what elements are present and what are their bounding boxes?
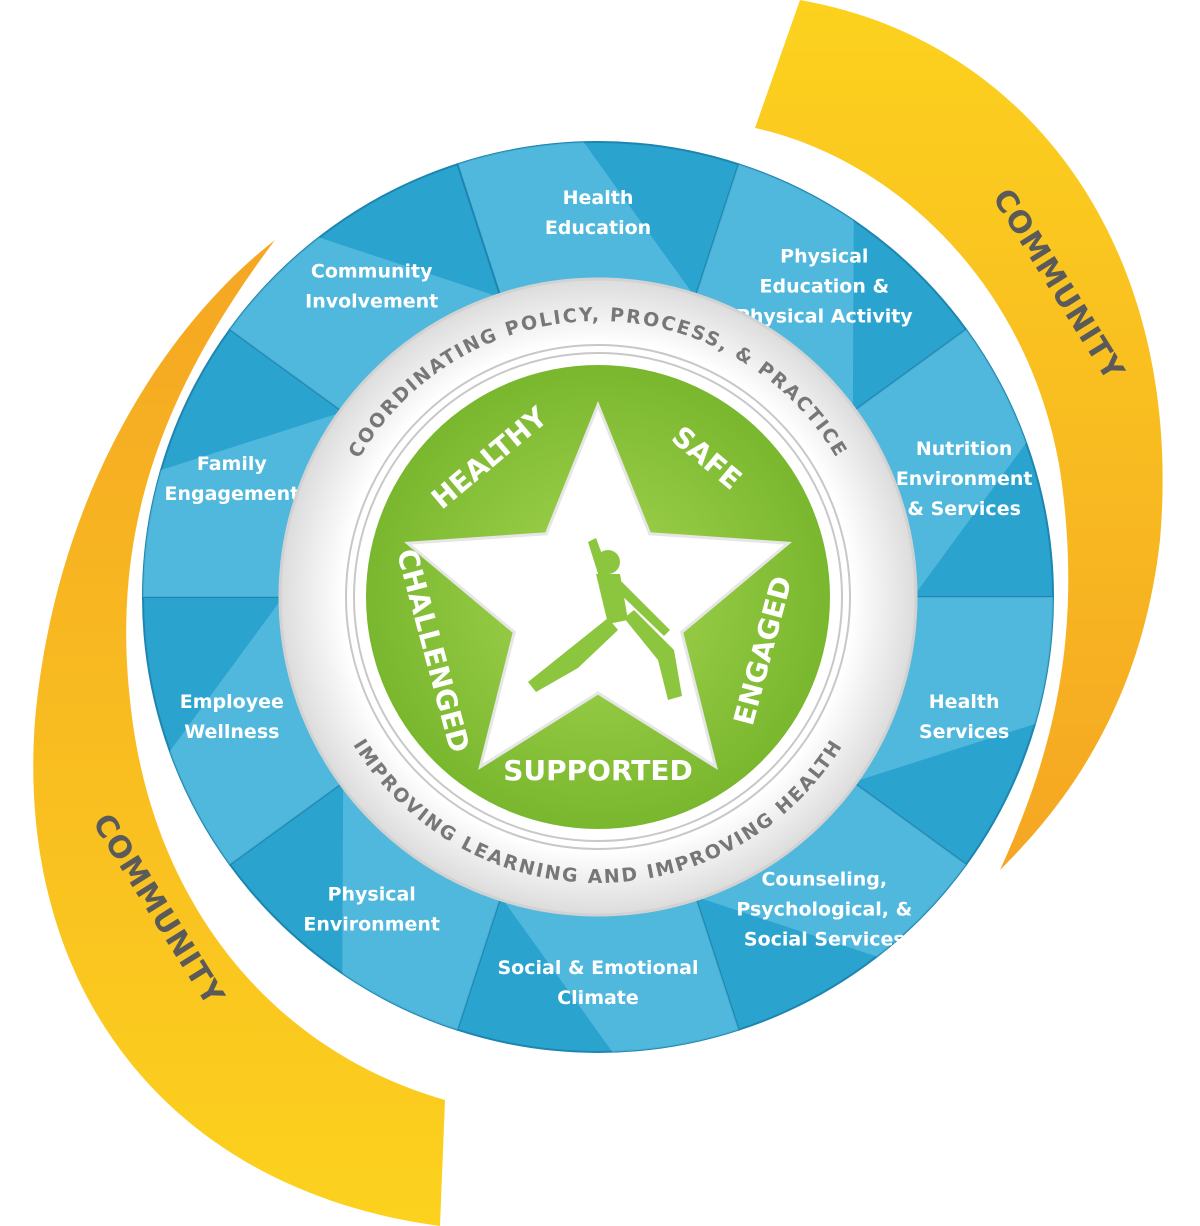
component-label-line: Employee bbox=[180, 691, 284, 713]
component-segment-facet bbox=[457, 142, 696, 298]
component-wheel bbox=[141, 141, 1055, 1053]
component-label-line: & Services bbox=[907, 498, 1020, 520]
component-segment-facet bbox=[169, 597, 344, 865]
star-shape bbox=[403, 400, 793, 771]
jumping-person-icon bbox=[528, 538, 682, 700]
component-label-line: Environment bbox=[303, 913, 440, 935]
component-segment-facet bbox=[852, 597, 1053, 783]
component-label-line: Physical Activity bbox=[736, 306, 913, 328]
component-label-line: Health bbox=[929, 691, 1000, 713]
community-band-right bbox=[755, 0, 1163, 870]
component-segment-facet bbox=[342, 782, 501, 1030]
component-label-line: Education & bbox=[760, 276, 890, 298]
component-segment-facet bbox=[695, 782, 967, 957]
component-segment-facet bbox=[143, 411, 344, 597]
component-label-line: Physical bbox=[328, 883, 416, 905]
component-label-line: Community bbox=[311, 261, 433, 283]
component-label-line: Engagement bbox=[164, 483, 299, 505]
component-label-line: Social & Emotional bbox=[498, 957, 699, 979]
component-label-line: Counseling, bbox=[761, 868, 887, 890]
component-label-line: Nutrition bbox=[916, 438, 1013, 460]
component-label-line: Family bbox=[197, 453, 268, 475]
component-segment-facet bbox=[695, 164, 854, 412]
component-label-line: Psychological, & bbox=[736, 898, 912, 920]
component-label-line: Social Services bbox=[744, 928, 905, 950]
component-label-line: Climate bbox=[557, 987, 639, 1009]
star-word-supported: SUPPORTED bbox=[503, 754, 693, 787]
component-label-line: Wellness bbox=[184, 721, 279, 743]
component-label: Counseling, Psychological, & Social Servic… bbox=[736, 868, 912, 950]
community-band-left bbox=[33, 240, 445, 1226]
component-label-line: Services bbox=[919, 721, 1009, 743]
component-label-line: Environment bbox=[896, 468, 1033, 490]
component-label-line: Involvement bbox=[305, 291, 438, 313]
component-segment-facet bbox=[229, 237, 501, 412]
component-label-line: Health bbox=[563, 187, 634, 209]
component-segment-facet bbox=[500, 896, 739, 1052]
component-label-line: Physical bbox=[780, 246, 868, 268]
component-segment-facet bbox=[852, 329, 1027, 597]
component-label-line: Education bbox=[545, 217, 651, 239]
